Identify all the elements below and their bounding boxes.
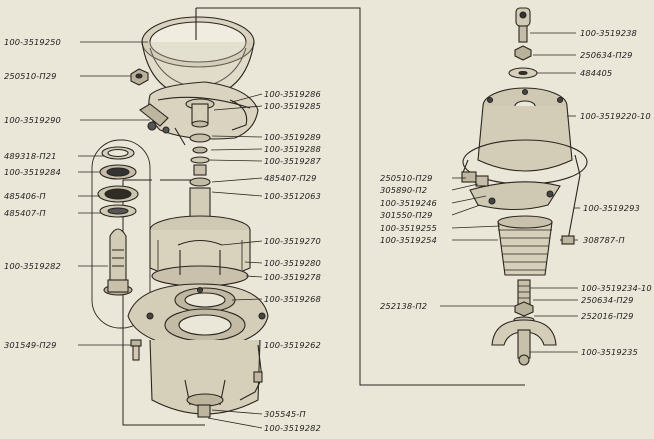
- label-100-3519262: 100-3519262: [264, 340, 321, 350]
- label-301549-p29: 301549-П29: [4, 340, 57, 350]
- clevis-3519238: [515, 7, 531, 43]
- left-column-parts: [91, 139, 151, 329]
- label-100-3519270: 100-3519270: [264, 236, 321, 246]
- label-100-3519287: 100-3519287: [264, 156, 321, 166]
- label-100-3519250: 100-3519250: [4, 37, 61, 47]
- label-100-3519285: 100-3519285: [264, 101, 321, 111]
- label-301550-p29: 301550-П29: [380, 210, 433, 220]
- label-100-3519286: 100-3519286: [264, 89, 321, 99]
- chamber-3519220: [477, 87, 573, 172]
- label-305890-p2: 305890-П2: [380, 185, 428, 195]
- bracket-plate-3519255: [461, 171, 561, 210]
- nut-250634-bottom: [514, 301, 534, 317]
- diaphragm-housing-top: [141, 8, 255, 99]
- valve-stack-small-parts: [185, 98, 215, 196]
- fork-3519235: [491, 319, 557, 366]
- label-489318-p21: 489318-П21: [4, 151, 57, 161]
- nut-250634-top: [514, 45, 532, 61]
- label-100-3519280: 100-3519280: [264, 258, 321, 268]
- label-100-3519238: 100-3519238: [580, 28, 637, 38]
- nut-250510-left: [130, 68, 149, 86]
- label-100-3519284: 100-3519284: [4, 167, 61, 177]
- label-100-3519235: 100-3519235: [581, 347, 638, 357]
- label-485407-p-left: 485407-П: [4, 208, 46, 218]
- label-308787-p: 308787-П: [583, 235, 625, 245]
- label-100-3519288: 100-3519288: [264, 144, 321, 154]
- label-100-3519246: 100-3519246: [380, 198, 437, 208]
- label-250634-p29-bottom: 250634-П29: [581, 295, 634, 305]
- label-100-3519278: 100-3519278: [264, 272, 321, 282]
- bottom-housing-3519268: [127, 283, 269, 415]
- cylinder-housing-3519270: [149, 187, 251, 287]
- label-250510-p29-right: 250510-П29: [380, 173, 433, 183]
- label-305545-p: 305545-П: [264, 409, 306, 419]
- bellows-3519254: [497, 215, 553, 276]
- label-250634-p29-top: 250634-П29: [580, 50, 633, 60]
- label-100-3519220-10: 100-3519220-10: [580, 111, 651, 121]
- bolt-301549: [130, 339, 142, 361]
- label-100-3512063: 100-3512063: [264, 191, 321, 201]
- label-100-3519255: 100-3519255: [380, 223, 437, 233]
- label-252138-p2: 252138-П2: [380, 301, 428, 311]
- fitting-305545: [197, 404, 211, 418]
- label-250510-p29-left: 250510-П29: [4, 71, 57, 81]
- label-100-3519290: 100-3519290: [4, 115, 61, 125]
- washer-484405: [508, 67, 538, 79]
- label-100-3519282-left: 100-3519282: [4, 261, 61, 271]
- label-252016-p29: 252016-П29: [581, 311, 634, 321]
- label-100-3519268: 100-3519268: [264, 294, 321, 304]
- label-100-3519282-bottom: 100-3519282: [264, 423, 321, 433]
- label-100-3519254: 100-3519254: [380, 235, 437, 245]
- label-484405: 484405: [580, 68, 613, 78]
- label-485407-p29: 485407-П29: [264, 173, 317, 183]
- label-100-3519293: 100-3519293: [583, 203, 640, 213]
- tube-3519262: [239, 344, 263, 401]
- label-100-3519289: 100-3519289: [264, 132, 321, 142]
- pin-308787: [561, 235, 575, 245]
- label-100-3519234-10: 100-3519234-10: [581, 283, 652, 293]
- leader-lines: [78, 32, 580, 429]
- label-485406-p: 485406-П: [4, 191, 46, 201]
